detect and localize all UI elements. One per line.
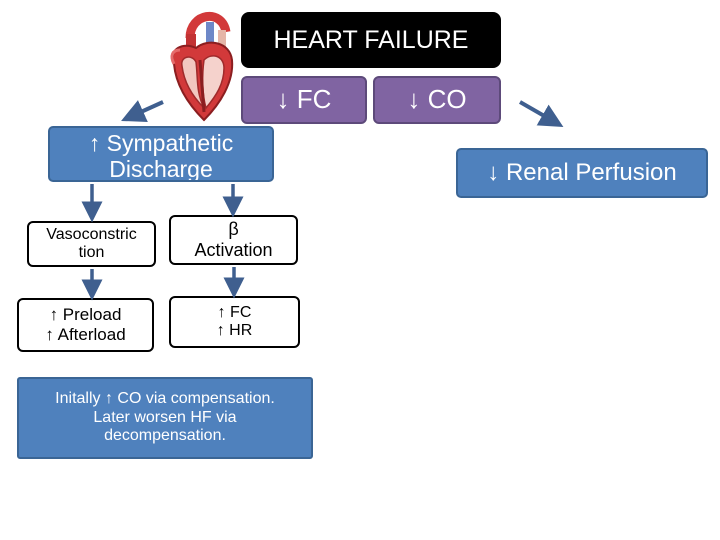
renal-label: ↓ Renal Perfusion bbox=[487, 159, 677, 187]
fc-label: ↓ FC bbox=[276, 84, 332, 115]
renal-perfusion-box: ↓ Renal Perfusion bbox=[456, 148, 708, 198]
beta-activation-label: Activation bbox=[194, 240, 273, 260]
heart-icon bbox=[170, 12, 234, 122]
sympathetic-line2: Discharge bbox=[109, 156, 213, 182]
decreased-co-box: ↓ CO bbox=[373, 76, 501, 124]
sympathetic-discharge-box: ↑ Sympathetic Discharge bbox=[48, 126, 274, 182]
beta-activation-box: β Activation bbox=[169, 215, 298, 265]
compensation-line3: decompensation. bbox=[104, 427, 226, 445]
compensation-line1: Initally ↑ CO via compensation. bbox=[55, 390, 275, 408]
increased-hr-label: ↑ HR bbox=[216, 322, 253, 339]
decreased-fc-box: ↓ FC bbox=[241, 76, 367, 124]
arrow-to-renal bbox=[519, 100, 564, 127]
arrow-to-sympathetic bbox=[121, 100, 164, 122]
compensation-note-box: Initally ↑ CO via compensation. Later wo… bbox=[17, 377, 313, 459]
vasoconstriction-box: Vasoconstric tion bbox=[27, 221, 156, 267]
beta-symbol: β bbox=[228, 219, 239, 240]
compensation-line2: Later worsen HF via bbox=[93, 408, 237, 426]
sympathetic-line1: ↑ Sympathetic bbox=[88, 130, 234, 156]
preload-label: ↑ Preload bbox=[49, 305, 122, 325]
title-text: HEART FAILURE bbox=[273, 25, 469, 54]
co-label: ↓ CO bbox=[407, 84, 467, 115]
afterload-label: ↑ Afterload bbox=[45, 325, 126, 344]
vasoconstriction-line1: Vasoconstric bbox=[46, 225, 137, 243]
vasoconstriction-line2: tion bbox=[78, 244, 105, 261]
increased-fc-label: ↑ FC bbox=[217, 303, 252, 321]
heart-failure-title: HEART FAILURE bbox=[241, 12, 501, 68]
